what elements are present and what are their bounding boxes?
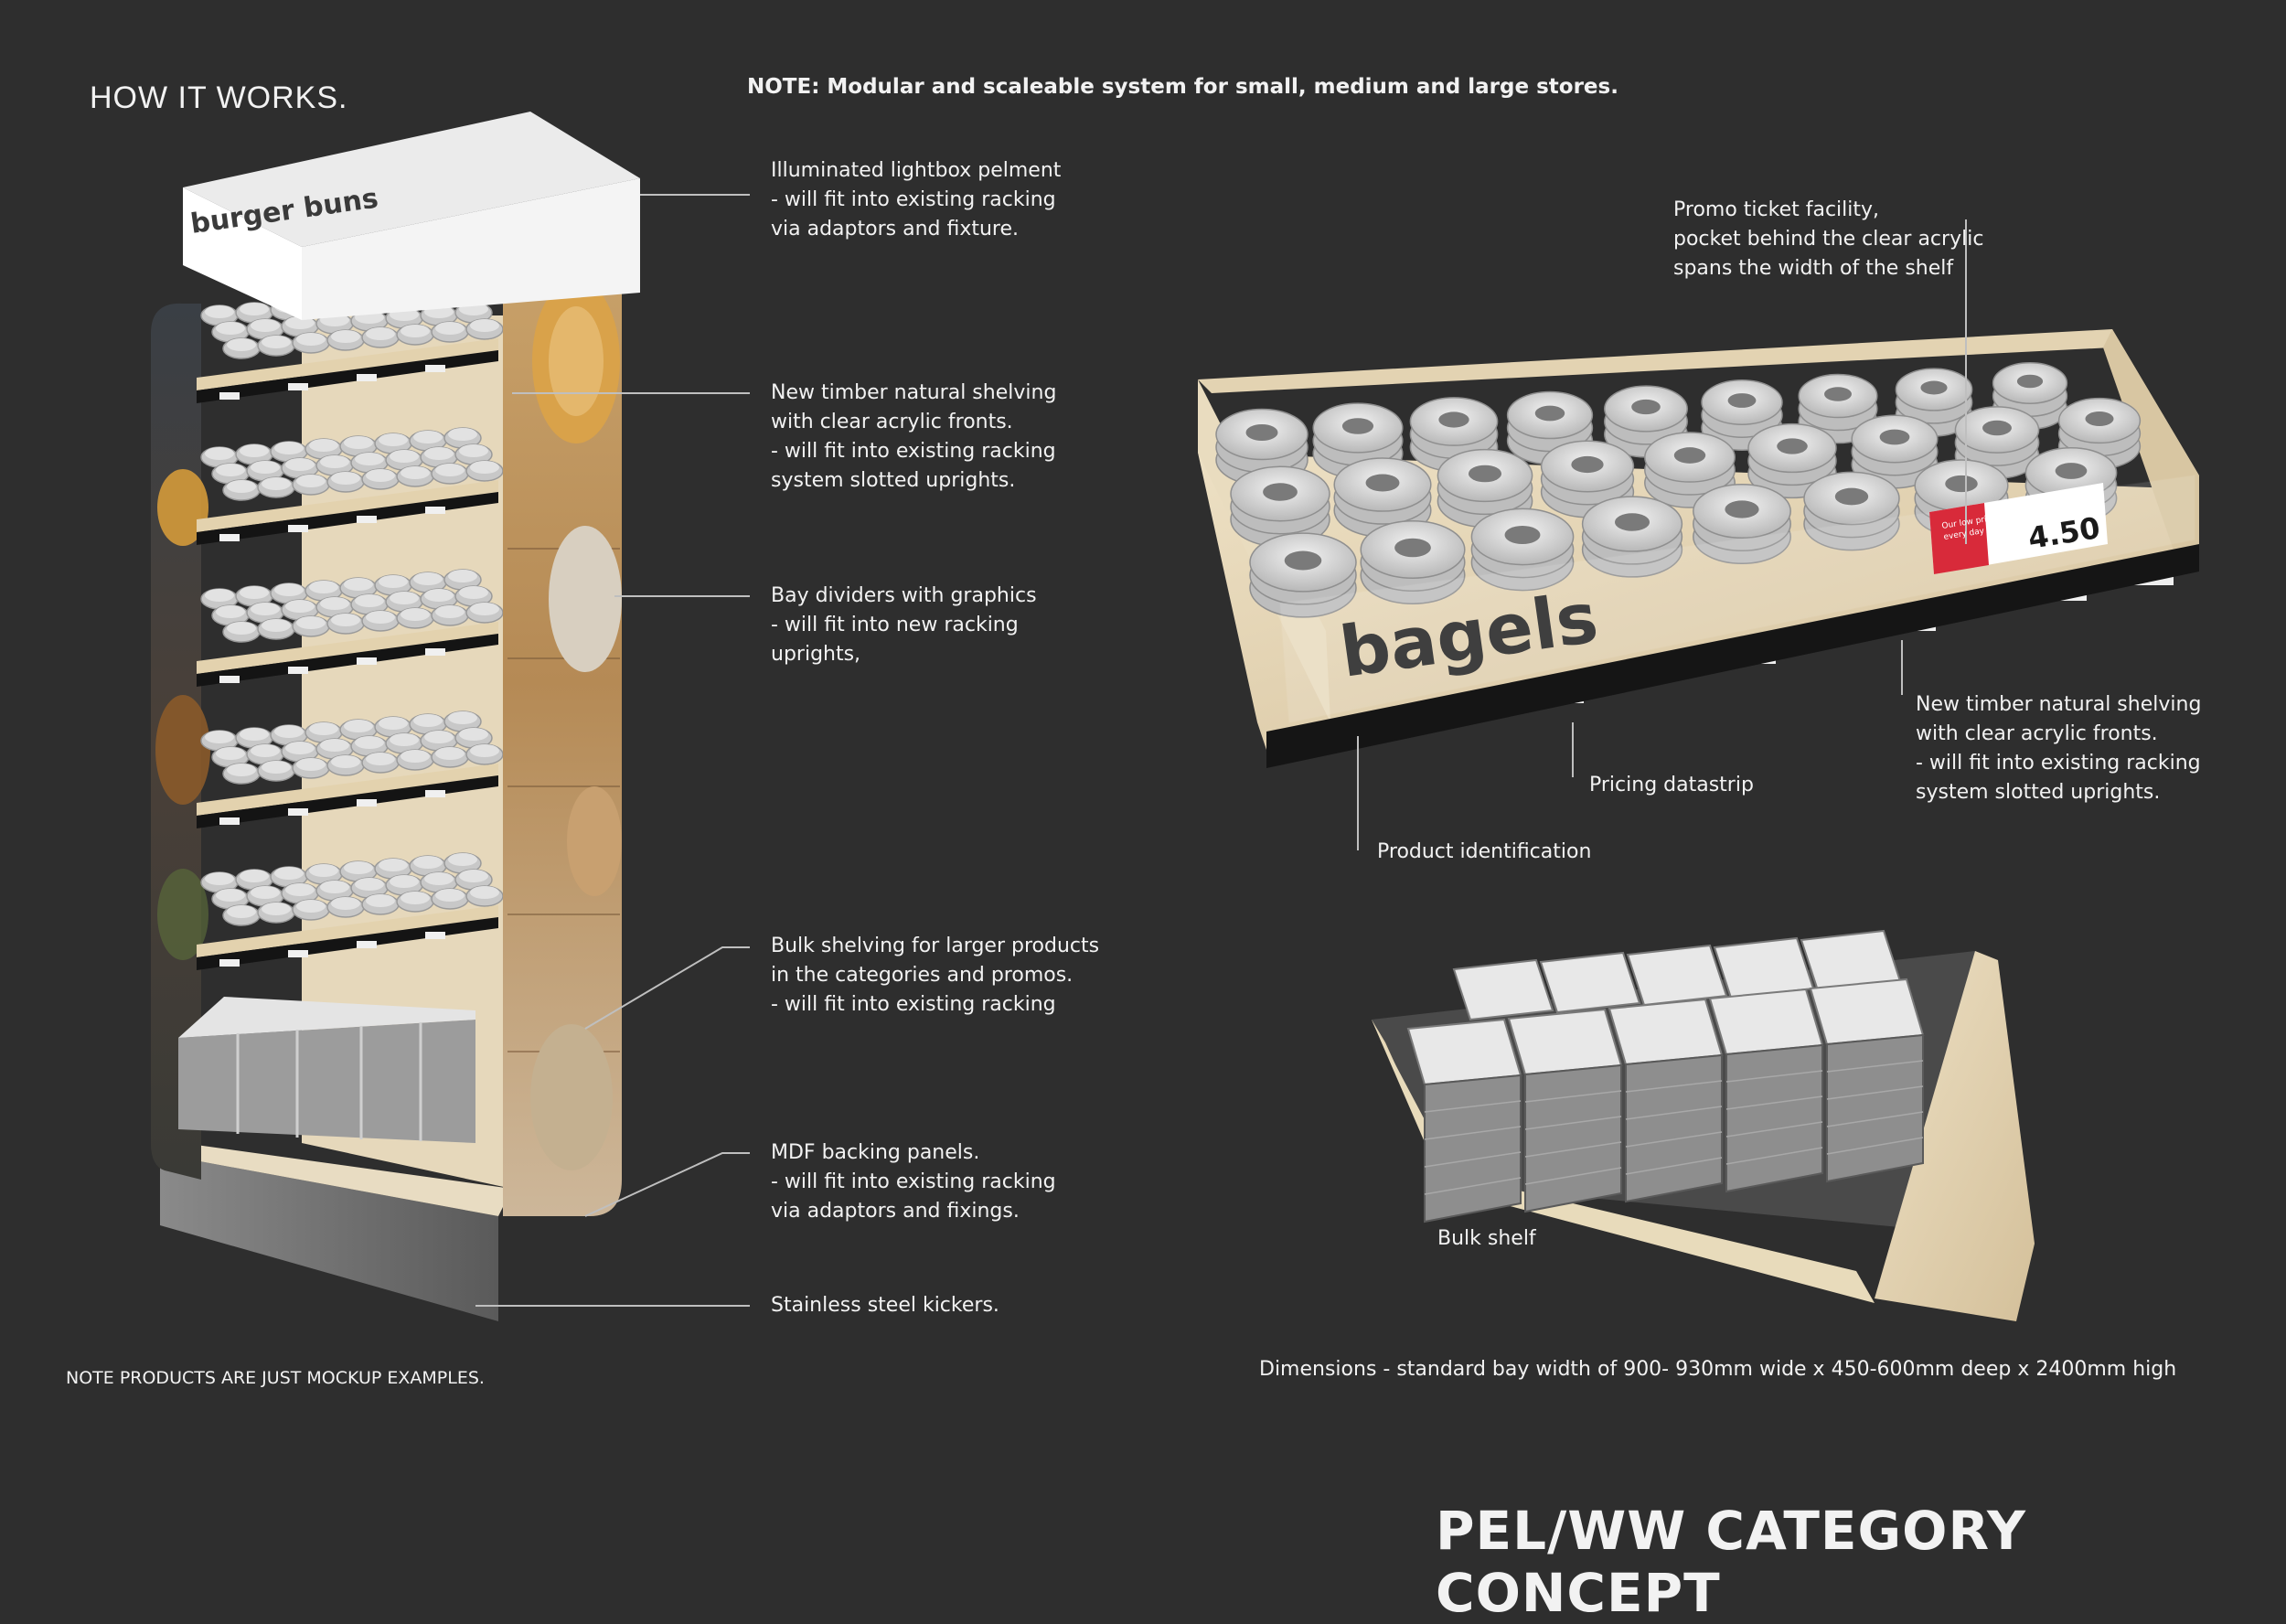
shelf-right-wall xyxy=(2103,329,2199,558)
bulk-box xyxy=(1809,978,1925,1183)
bay-shelf xyxy=(197,710,504,828)
mockup-note: NOTE PRODUCTS ARE JUST MOCKUP EXAMPLES. xyxy=(66,1368,485,1388)
callout-kickers: Stainless steel kickers. xyxy=(771,1294,999,1317)
pricing-datastrip xyxy=(1266,544,2199,768)
top-note: NOTE: Modular and scaleable system for s… xyxy=(747,75,1618,99)
pelmet-brand-label: burger buns xyxy=(188,182,380,240)
bulk-box xyxy=(1626,944,1728,1007)
bagel-product xyxy=(1470,508,1575,592)
dimensions-note: Dimensions - standard bay width of 900- … xyxy=(1259,1358,2177,1381)
bagels-brand-label: bagels xyxy=(1335,576,1603,693)
bread-graphic xyxy=(530,1024,613,1170)
bay-shelf xyxy=(197,569,504,687)
bulk-box xyxy=(1406,1018,1522,1223)
promo-ticket xyxy=(1929,483,2108,574)
right-divider-panel xyxy=(503,246,622,1217)
bulk-box xyxy=(1539,951,1641,1014)
callout-mdf: MDF backing panels.- will fit into exist… xyxy=(771,1141,1056,1223)
callout-bulk-shelf: Bulk shelf xyxy=(1437,1227,1536,1250)
base-plinth-top xyxy=(160,1143,512,1216)
bagel-product xyxy=(1895,368,1973,437)
bread-graphic xyxy=(567,786,622,896)
callout-product-id: Product identification xyxy=(1377,840,1592,863)
page-title: PEL/WW CATEGORY CONCEPT xyxy=(1436,1500,2026,1624)
bay-unit xyxy=(151,112,640,1321)
lightbox-pelmet-side xyxy=(302,178,640,320)
lightbox-pelmet-top xyxy=(183,112,640,247)
bread-graphic xyxy=(549,526,622,672)
bulk-box xyxy=(1507,1008,1623,1213)
how-it-works-heading: HOW IT WORKS. xyxy=(90,80,348,115)
bagel-product xyxy=(1312,402,1404,479)
bulk-box xyxy=(1708,988,1824,1193)
callout-pelmet: Illuminated lightbox pelment- will fit i… xyxy=(771,159,1062,240)
bulk-box xyxy=(1608,998,1724,1203)
bulk-box xyxy=(1452,958,1554,1021)
bay-shelf xyxy=(197,852,504,970)
bagel-product xyxy=(1803,471,1900,551)
bulk-shelf-unit xyxy=(1372,929,2035,1321)
bay-shelf xyxy=(197,427,504,545)
bagel-product xyxy=(1581,496,1683,578)
callout-datastrip: Pricing datastrip xyxy=(1589,774,1754,796)
bagel-product xyxy=(1851,414,1939,489)
lightbox-pelmet-front xyxy=(183,187,302,320)
bagel-product xyxy=(1360,520,1466,604)
promo-price-label: 4.50 xyxy=(2025,510,2102,556)
kicker-base xyxy=(160,1154,498,1321)
callout-dividers: Bay dividers with graphics- will fit int… xyxy=(771,584,1037,666)
bulk-shelf-front xyxy=(1372,1020,1875,1303)
bay-bulk-boxes xyxy=(178,997,475,1143)
bagel-product xyxy=(1249,532,1357,618)
bagel-product xyxy=(1693,483,1791,565)
callout-promo: Promo ticket facility,pocket behind the … xyxy=(1673,198,1984,280)
leader-lines xyxy=(475,194,1967,1307)
bulk-shelf-right-wall xyxy=(1875,951,2035,1321)
shelf-back-wall xyxy=(1198,329,2199,494)
